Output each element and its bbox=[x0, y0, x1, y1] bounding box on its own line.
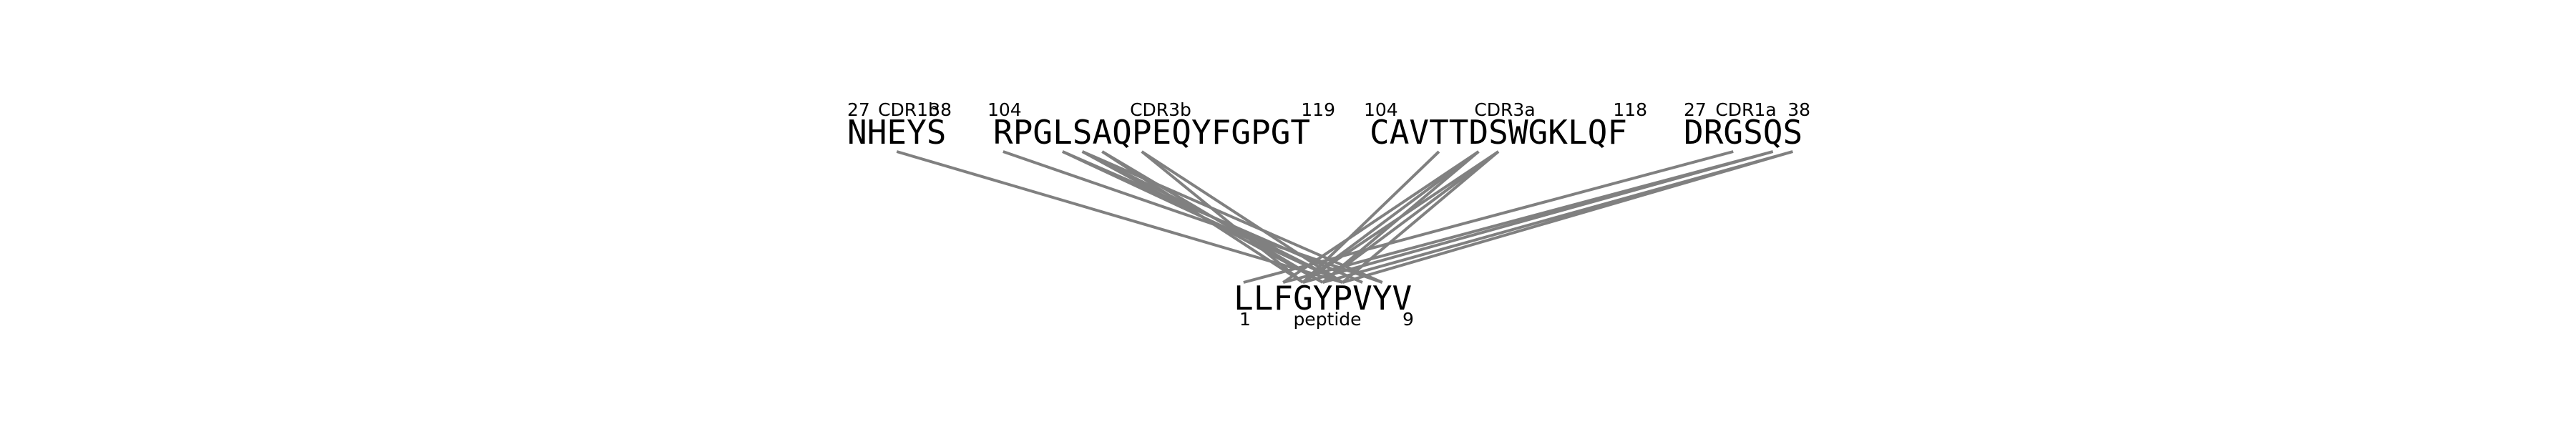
contact-line-cdr3b-0-pep-7 bbox=[1002, 150, 1383, 284]
segment-peptide: LLFGYPVYV 1 peptide 9 bbox=[1234, 279, 1414, 330]
contact-line-cdr3b-7-pep-5 bbox=[1141, 150, 1344, 284]
cdr1a-start-number: 27 bbox=[1684, 99, 1707, 120]
segment-cdr1a: 27 CDR1a 38 DRGSQS bbox=[1684, 99, 1810, 152]
contact-line-cdr1a-4-pep-3 bbox=[1302, 150, 1774, 284]
contact-line-cdr1a-2-pep-0 bbox=[1243, 150, 1734, 284]
cdr3a-label: CDR3a bbox=[1474, 99, 1535, 120]
contact-line-cdr3a-5-pep-2 bbox=[1282, 150, 1480, 284]
contact-line-cdr3b-4-pep-7 bbox=[1081, 150, 1383, 284]
cdr1a-sequence: DRGSQS bbox=[1684, 113, 1802, 152]
cdr3a-end-number: 118 bbox=[1613, 99, 1647, 120]
contact-line-cdr3b-7-pep-3 bbox=[1141, 150, 1304, 284]
cdr1b-label: CDR1b bbox=[878, 99, 940, 120]
cdr1b-start-number: 27 bbox=[847, 99, 870, 120]
cdr1b-end-number: 38 bbox=[929, 99, 952, 120]
contact-lines bbox=[896, 150, 1793, 284]
peptide-end-number: 9 bbox=[1402, 309, 1414, 330]
peptide-sequence: LLFGYPVYV bbox=[1234, 279, 1412, 317]
contact-line-cdr3a-6-pep-3 bbox=[1302, 150, 1500, 284]
contact-line-cdr3b-5-pep-3 bbox=[1101, 150, 1304, 284]
cdr3a-sequence: CAVTTDSWGKLQF bbox=[1370, 113, 1627, 152]
peptide-label: peptide bbox=[1293, 309, 1361, 330]
segment-cdr3b: 104 CDR3b 119 RPGLSAQPEQYFGPGT bbox=[987, 99, 1335, 152]
cdr1a-end-number: 38 bbox=[1787, 99, 1810, 120]
cdr3b-start-number: 104 bbox=[987, 99, 1022, 120]
segment-cdr3a: 104 CDR3a 118 CAVTTDSWGKLQF bbox=[1364, 99, 1647, 152]
contact-line-cdr3a-6-pep-4 bbox=[1322, 150, 1500, 284]
cdr1a-label: CDR1a bbox=[1715, 99, 1776, 120]
cdr3b-sequence: RPGLSAQPEQYFGPGT bbox=[993, 113, 1310, 152]
contact-line-cdr3b-5-pep-4 bbox=[1101, 150, 1324, 284]
cdr3b-end-number: 119 bbox=[1301, 99, 1335, 120]
cdr3a-start-number: 104 bbox=[1364, 99, 1398, 120]
contact-line-cdr3a-5-pep-3 bbox=[1302, 150, 1480, 284]
peptide-start-number: 1 bbox=[1239, 309, 1251, 330]
cdr1b-sequence: NHEYS bbox=[847, 113, 946, 152]
segment-cdr1b: 27 CDR1b 38 NHEYS bbox=[847, 99, 952, 152]
cdr3b-label: CDR3b bbox=[1130, 99, 1191, 120]
contact-line-cdr1a-5-pep-5 bbox=[1342, 150, 1793, 284]
